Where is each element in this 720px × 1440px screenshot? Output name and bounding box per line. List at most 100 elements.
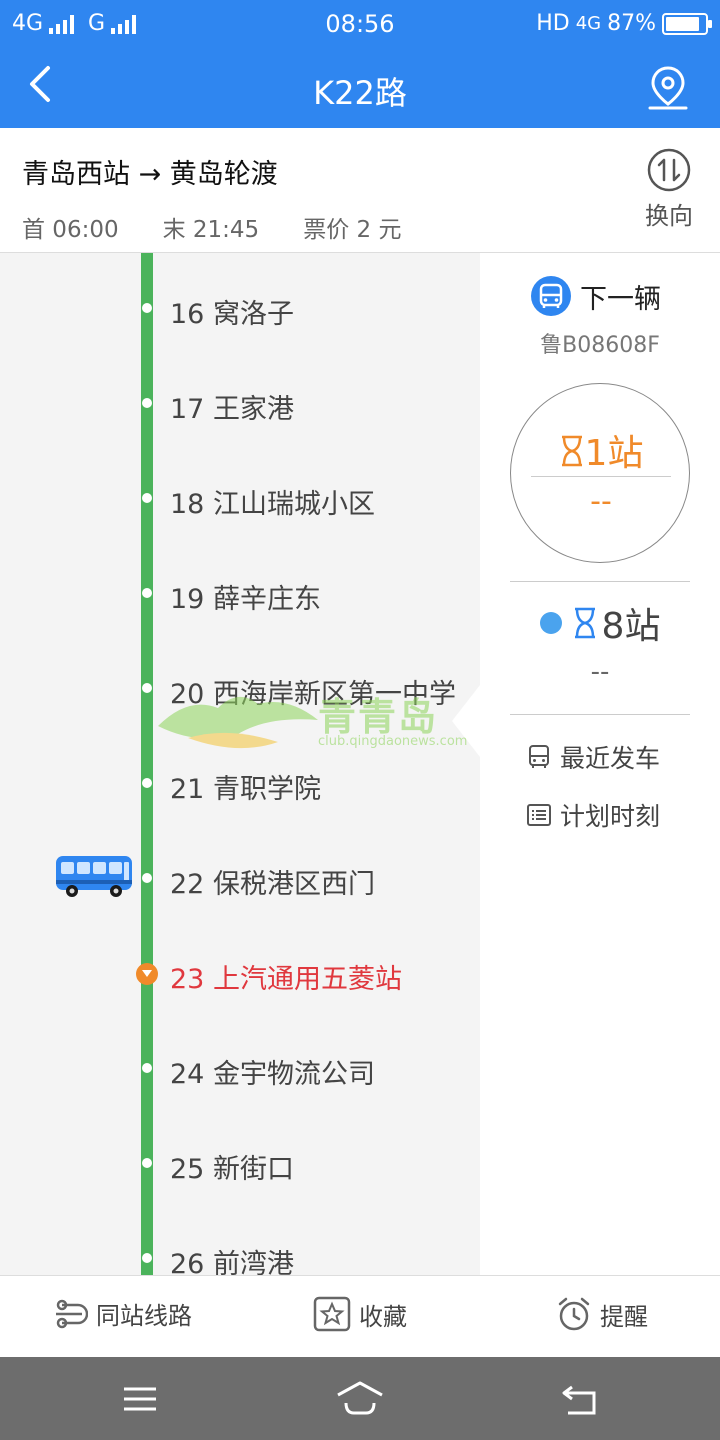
swap-direction-button[interactable]: 换向: [638, 148, 700, 231]
status-right: HD 4G 87%: [536, 11, 712, 36]
route-line: [141, 253, 153, 1275]
schedule-label: 计划时刻: [560, 802, 661, 831]
page-title: K22路: [313, 74, 407, 112]
favorite-button[interactable]: 收藏: [313, 1296, 407, 1332]
stop-label: 21 青职学院: [170, 774, 321, 805]
stop-dot: [142, 1253, 152, 1263]
last-bus-time: 末 21:45: [162, 217, 260, 243]
swap-label: 换向: [645, 202, 693, 230]
recent-departure-link[interactable]: 最近发车: [526, 739, 660, 775]
second-bus-eta: --: [590, 657, 610, 687]
stops-away: 1站: [511, 424, 691, 476]
stop-dot: [142, 588, 152, 598]
list-item[interactable]: 25 新街口: [0, 1134, 480, 1194]
stop-dot: [142, 493, 152, 503]
plate-number: 鲁B08608F: [540, 333, 660, 358]
stop-label: 23 上汽通用五菱站: [170, 964, 402, 995]
stop-dot: [142, 873, 152, 883]
next-bus-label: 下一辆: [580, 283, 661, 315]
list-item[interactable]: 22 保税港区西门: [0, 849, 480, 909]
selection-pointer: [452, 685, 480, 757]
route-direction: 青岛西站 → 黄岛轮渡: [22, 159, 278, 190]
swap-icon: [647, 148, 691, 192]
bus-badge-icon: [531, 276, 571, 316]
transfer-icon: [56, 1299, 88, 1328]
next-bus-circle[interactable]: 1站 --: [510, 383, 690, 563]
stop-label: 19 薛辛庄东: [170, 584, 321, 615]
first-bus-eta: --: [590, 484, 612, 519]
first-bus-time: 首 06:00: [22, 217, 119, 243]
list-item[interactable]: 17 王家港: [0, 374, 480, 434]
stop-dot: [142, 683, 152, 693]
second-bus[interactable]: 8站: [480, 597, 720, 649]
alarm-clock-icon: [558, 1297, 590, 1331]
stop-list: 16 窝洛子 17 王家港 18 江山瑞城小区 19 薛辛庄东 20 西海岸新区…: [0, 253, 480, 1275]
stop-label: 18 江山瑞城小区: [170, 489, 375, 520]
current-stop[interactable]: 23 上汽通用五菱站: [0, 944, 480, 1004]
arrival-panel: 下一辆 鲁B08608F 1站 -- 8站 -- 最近发车: [480, 253, 720, 1275]
divider: [510, 714, 690, 715]
back-nav-icon[interactable]: [560, 1379, 600, 1419]
recent-departure-label: 最近发车: [560, 744, 661, 773]
route-info: 青岛西站 → 黄岛轮渡 首 06:00 末 21:45 票价 2 元 换向: [0, 128, 720, 253]
current-stop-marker-icon: [136, 963, 158, 985]
stop-label: 22 保税港区西门: [170, 869, 375, 900]
bus-position-icon[interactable]: [54, 853, 134, 899]
next-bus-header: 下一辆: [530, 275, 661, 317]
favorite-label: 收藏: [359, 1302, 407, 1331]
top-bar: 4G G 08:56 HD 4G 87% K22路: [0, 0, 720, 128]
location-pin-icon[interactable]: [644, 64, 692, 112]
action-bar: 同站线路 收藏 提醒: [0, 1275, 720, 1357]
clock: 08:56: [325, 10, 395, 38]
circle-divider: [531, 476, 671, 477]
home-icon[interactable]: [336, 1379, 384, 1419]
list-item[interactable]: 16 窝洛子: [0, 279, 480, 339]
stop-label: 26 前湾港: [170, 1249, 294, 1275]
list-item[interactable]: 26 前湾港: [0, 1229, 480, 1275]
stop-label: 25 新街口: [170, 1154, 294, 1185]
route-meta: 首 06:00 末 21:45 票价 2 元: [22, 210, 445, 244]
stop-label: 17 王家港: [170, 394, 294, 425]
divider: [510, 581, 690, 582]
system-nav-bar: [0, 1357, 720, 1440]
network-type-1: 4G: [12, 11, 44, 36]
schedule-link[interactable]: 计划时刻: [526, 797, 660, 833]
list-item[interactable]: 19 薛辛庄东: [0, 564, 480, 624]
blue-dot-icon: [539, 612, 562, 634]
same-station-button[interactable]: 同站线路: [52, 1296, 192, 1331]
stop-dot: [142, 778, 152, 788]
network-type-2: G: [88, 11, 106, 36]
star-icon: [313, 1296, 351, 1332]
stop-label: 24 金宇物流公司: [170, 1059, 375, 1090]
hd-indicator: HD: [536, 11, 570, 36]
status-bar: 4G G 08:56 HD 4G 87%: [0, 0, 720, 50]
reminder-button[interactable]: 提醒: [556, 1296, 648, 1332]
second-bus-stops: 8站: [601, 606, 661, 647]
stop-dot: [142, 303, 152, 313]
list-item[interactable]: 24 金宇物流公司: [0, 1039, 480, 1099]
signal-icon-2: [111, 14, 137, 34]
list-item[interactable]: 21 青职学院: [0, 754, 480, 814]
battery-icon: [662, 12, 712, 35]
bus-outline-icon: [529, 745, 549, 768]
back-icon[interactable]: [20, 62, 64, 106]
reminder-label: 提醒: [600, 1302, 648, 1331]
list-item[interactable]: 18 江山瑞城小区: [0, 469, 480, 529]
hourglass-icon: [561, 435, 582, 467]
battery-fill: [666, 16, 699, 31]
menu-icon[interactable]: [120, 1379, 160, 1419]
app-header: K22路: [0, 50, 720, 128]
stop-label: 16 窝洛子: [170, 299, 294, 330]
network-type-3: 4G: [575, 13, 602, 34]
hourglass-icon: [574, 607, 595, 639]
signal-group: 4G G: [12, 11, 137, 36]
signal-icon: [49, 14, 75, 34]
same-station-label: 同站线路: [96, 1302, 192, 1330]
first-bus-stops: 1站: [584, 433, 644, 474]
stop-dot: [142, 398, 152, 408]
list-icon: [527, 804, 551, 826]
fare: 票价 2 元: [303, 217, 402, 243]
stop-label: 20 西海岸新区第一中学: [170, 679, 456, 710]
stop-dot: [142, 1158, 152, 1168]
list-item[interactable]: 20 西海岸新区第一中学: [0, 659, 480, 719]
